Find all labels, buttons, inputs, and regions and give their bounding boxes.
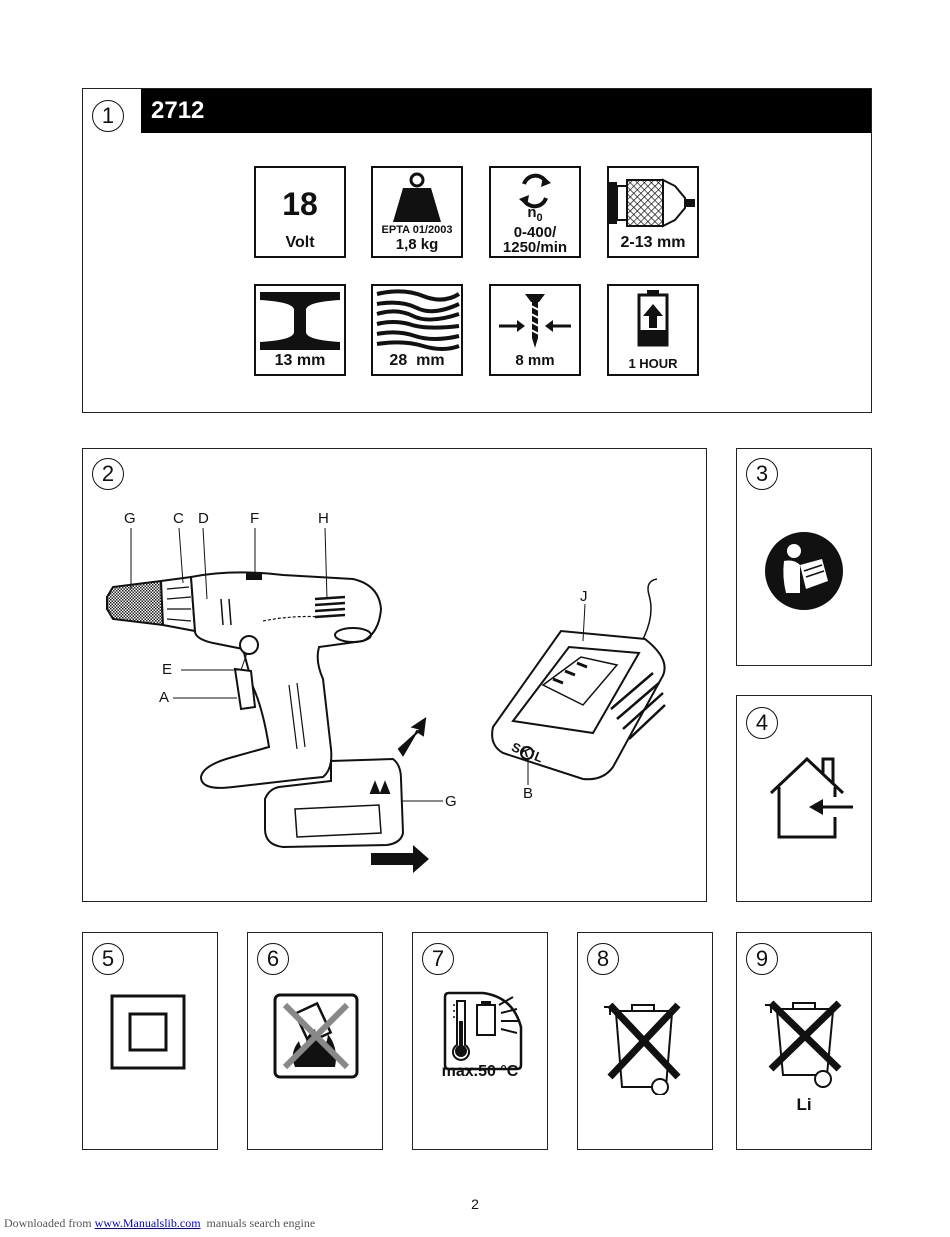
label-d: D xyxy=(198,510,209,527)
figure-number: 4 xyxy=(746,707,778,739)
speed-symbol: n0 xyxy=(527,204,543,224)
figure-9-panel: 9 Li xyxy=(736,932,872,1150)
figure-4-panel: 4 xyxy=(736,695,872,902)
figure-number: 2 xyxy=(92,458,124,490)
label-c: C xyxy=(173,510,184,527)
figure-number: 6 xyxy=(257,943,289,975)
no-fire-battery-icon xyxy=(273,993,359,1079)
double-insulation-icon xyxy=(110,994,186,1070)
figure-7-panel: 7 max.50 °C xyxy=(412,932,548,1150)
figure-5-panel: 5 xyxy=(82,932,218,1150)
charge-spec: 1 HOUR xyxy=(607,284,699,376)
battery-charge-icon xyxy=(637,290,669,347)
steel-spec: 13 mm xyxy=(254,284,346,376)
weight-spec: EPTA 01/2003 1,8 kg xyxy=(371,166,463,258)
chuck-icon xyxy=(609,178,695,228)
read-manual-icon xyxy=(765,532,843,610)
indoor-use-icon xyxy=(769,756,853,839)
lithium-label: Li xyxy=(796,1095,812,1114)
charge-time: 1 HOUR xyxy=(628,356,678,371)
model-title: 2712 xyxy=(141,89,871,133)
voltage-value: 18 xyxy=(282,186,318,222)
weight-icon xyxy=(393,172,441,222)
wood-grain-icon xyxy=(376,289,461,351)
label-j: J xyxy=(580,588,588,605)
label-e: E xyxy=(162,661,173,678)
wood-spec: 28 mm xyxy=(371,284,463,376)
voltage-unit: Volt xyxy=(285,234,315,251)
label-f: F xyxy=(250,510,260,527)
page-number: 2 xyxy=(471,1196,479,1212)
drill-and-charger-illustration xyxy=(106,527,666,873)
label-g-battery: G xyxy=(445,793,457,810)
chuck-spec: 2-13 mm xyxy=(607,166,699,258)
charger-icon xyxy=(491,578,666,781)
weight-standard: EPTA 01/2003 xyxy=(381,224,453,236)
figure-number: 1 xyxy=(92,100,124,132)
wood-capacity: 28 mm xyxy=(389,352,445,369)
screw-icon xyxy=(499,294,571,348)
speed-range-2: 1250/min xyxy=(502,239,568,256)
speed-range-1: 0-400/ xyxy=(513,224,557,241)
figure-number: 9 xyxy=(746,943,778,975)
figure-number: 3 xyxy=(746,458,778,490)
figure-1-panel: 1 2712 18 Volt EPTA 01/2003 1,8 kg n0 0-… xyxy=(82,88,872,413)
manualslib-link[interactable]: www.Manualslib.com xyxy=(94,1216,201,1230)
label-h: H xyxy=(318,510,329,527)
no-household-waste-icon xyxy=(604,1002,681,1095)
figure-number: 7 xyxy=(422,943,454,975)
voltage-spec: 18 Volt xyxy=(254,166,346,258)
no-household-waste-li-icon xyxy=(765,1000,842,1088)
footer-prefix: Downloaded from xyxy=(4,1216,95,1230)
label-g-chuck: G xyxy=(124,510,136,527)
speed-spec: n0 0-400/ 1250/min xyxy=(489,166,581,258)
figure-8-panel: 8 xyxy=(577,932,713,1150)
rotation-icon xyxy=(519,173,551,209)
max-temperature-icon xyxy=(443,991,523,1071)
footer-suffix: manuals search engine xyxy=(200,1216,316,1230)
figure-6-panel: 6 xyxy=(247,932,383,1150)
screw-capacity: 8 mm xyxy=(515,352,555,369)
steel-capacity: 13 mm xyxy=(274,352,326,369)
label-a: A xyxy=(159,689,170,706)
steel-beam-icon xyxy=(260,292,340,350)
drill-icon xyxy=(106,571,429,873)
max-temperature-label: max.50 °C xyxy=(441,1063,519,1080)
figure-2-panel: 2 xyxy=(82,448,707,902)
screw-spec: 8 mm xyxy=(489,284,581,376)
label-b: B xyxy=(523,785,534,802)
figure-3-panel: 3 xyxy=(736,448,872,666)
weight-value: 1,8 kg xyxy=(395,236,439,253)
download-footer: Downloaded from www.Manualslib.com manua… xyxy=(4,1216,315,1231)
figure-number: 5 xyxy=(92,943,124,975)
figure-number: 8 xyxy=(587,943,619,975)
chuck-range: 2-13 mm xyxy=(620,234,686,251)
